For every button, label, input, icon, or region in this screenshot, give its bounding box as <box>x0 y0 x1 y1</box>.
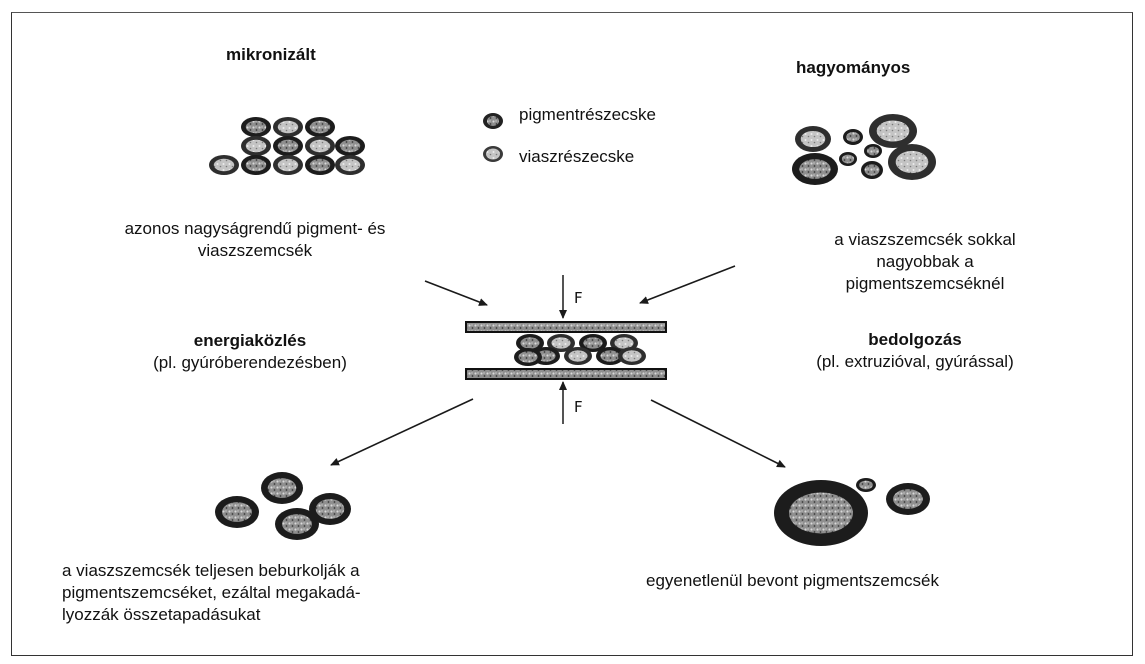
arrow-right-out <box>651 400 785 467</box>
force-label-top: F <box>574 289 583 307</box>
micro-particle-core <box>278 121 298 133</box>
pigment-particle-core <box>893 489 923 509</box>
micro-particle-core <box>278 159 298 171</box>
wax-particle-core <box>896 151 929 173</box>
small-pigment-particle-core <box>859 481 873 490</box>
large-wax-particle-core <box>789 493 853 534</box>
press-plate-top <box>466 322 666 332</box>
caption-bottom-left-line-2: pigmentszemcséket, ezáltal megakadá- <box>62 582 361 604</box>
caption-bottom-left: a viaszszemcsék teljesen beburkolják a p… <box>62 560 361 626</box>
coated-particle-core <box>268 478 297 498</box>
pressed-particle-core <box>568 350 587 361</box>
arrow-left-out <box>331 399 473 465</box>
caption-top-left: azonos nagyságrendű pigment- és viaszsze… <box>60 218 450 262</box>
force-label-bottom: F <box>574 398 583 416</box>
conventional-particle-cluster <box>792 114 936 185</box>
arrow-left-in <box>425 281 487 305</box>
micro-particle-core <box>310 121 330 133</box>
caption-top-right-line-3: pigmentszemcséknél <box>780 273 1070 295</box>
pigment-particle-core <box>865 164 880 175</box>
micro-particle-core <box>278 140 298 152</box>
wax-particle-core <box>801 131 825 147</box>
process-right: bedolgozás (pl. extruzióval, gyúrással) <box>765 329 1065 373</box>
caption-bottom-left-line-1: a viaszszemcsék teljesen beburkolják a <box>62 560 361 582</box>
micro-particle-core <box>246 121 266 133</box>
heading-micronized: mikronizált <box>226 44 316 66</box>
unevenly-coated-particles <box>774 478 930 546</box>
pressed-particle-core <box>583 337 602 348</box>
coated-particle-core <box>222 502 252 522</box>
press-plate-bottom <box>466 369 666 379</box>
micro-particle-core <box>310 140 330 152</box>
caption-top-right: a viaszszemcsék sokkal nagyobbak a pigme… <box>780 229 1070 295</box>
micro-particle-core <box>246 140 266 152</box>
legend-pigment-label: pigmentrészecske <box>519 104 656 126</box>
pressed-particle-core <box>622 350 641 361</box>
process-left-title: energiaközlés <box>100 330 400 352</box>
pressed-particle-core <box>551 337 570 348</box>
micronized-particle-cluster <box>209 117 365 175</box>
coated-particle-core <box>316 499 345 519</box>
micro-particle-core <box>340 159 360 171</box>
micro-particle-core <box>340 140 360 152</box>
process-right-subtitle: (pl. extruzióval, gyúrással) <box>765 351 1065 373</box>
process-left: energiaközlés (pl. gyúróberendezésben) <box>100 330 400 374</box>
micro-particle-core <box>310 159 330 171</box>
pigment-particle-core <box>799 159 830 179</box>
process-left-subtitle: (pl. gyúróberendezésben) <box>100 352 400 374</box>
pressed-particle-core <box>614 337 633 348</box>
caption-bottom-left-line-3: lyozzák összetapadásukat <box>62 604 361 626</box>
pressed-particles <box>514 334 646 366</box>
pigment-particle-core <box>842 155 854 164</box>
pigment-particle-core <box>867 147 879 156</box>
caption-top-right-line-2: nagyobbak a <box>780 251 1070 273</box>
caption-bottom-right: egyenetlenül bevont pigmentszemcsék <box>646 570 939 592</box>
pressed-particle-core <box>520 337 539 348</box>
pressed-particle-core <box>518 351 537 362</box>
caption-top-left-line-1: azonos nagyságrendű pigment- és <box>60 218 450 240</box>
arrow-right-in <box>640 266 735 303</box>
micro-particle-core <box>246 159 266 171</box>
fully-coated-particles <box>215 472 351 540</box>
pressed-particle-core <box>600 350 619 361</box>
heading-conventional: hagyományos <box>796 57 910 79</box>
legend-wax-label: viaszrészecske <box>519 146 634 168</box>
caption-top-left-line-2: viaszszemcsék <box>60 240 450 262</box>
wax-particle-core <box>877 120 910 141</box>
process-right-title: bedolgozás <box>765 329 1065 351</box>
coated-particle-core <box>282 514 312 534</box>
wax-legend-icon <box>483 146 503 162</box>
pigment-particle-core <box>846 132 860 142</box>
caption-top-right-line-1: a viaszszemcsék sokkal <box>780 229 1070 251</box>
pigment-legend-icon <box>483 113 503 129</box>
micro-particle-core <box>214 159 234 171</box>
